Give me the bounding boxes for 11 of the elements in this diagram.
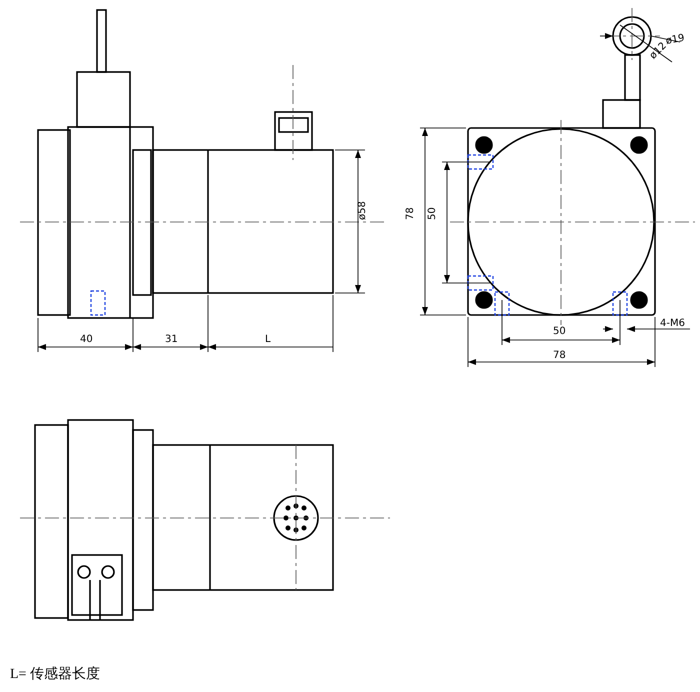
note-text: L= 传感器长度 <box>10 667 100 683</box>
dimension-label: 78 <box>553 350 566 362</box>
dimension-label: 50 <box>427 207 439 220</box>
dimension-label: ø58 <box>357 201 369 220</box>
dimension-label: 31 <box>165 334 178 346</box>
dimension-label: 40 <box>80 334 93 346</box>
dimension-label: 78 <box>405 207 417 220</box>
dimension-label: 4-M6 <box>660 318 685 330</box>
dimension-label: ø19 <box>664 32 686 47</box>
dimension-label: L <box>265 334 271 346</box>
dimension-label: 50 <box>553 326 566 338</box>
